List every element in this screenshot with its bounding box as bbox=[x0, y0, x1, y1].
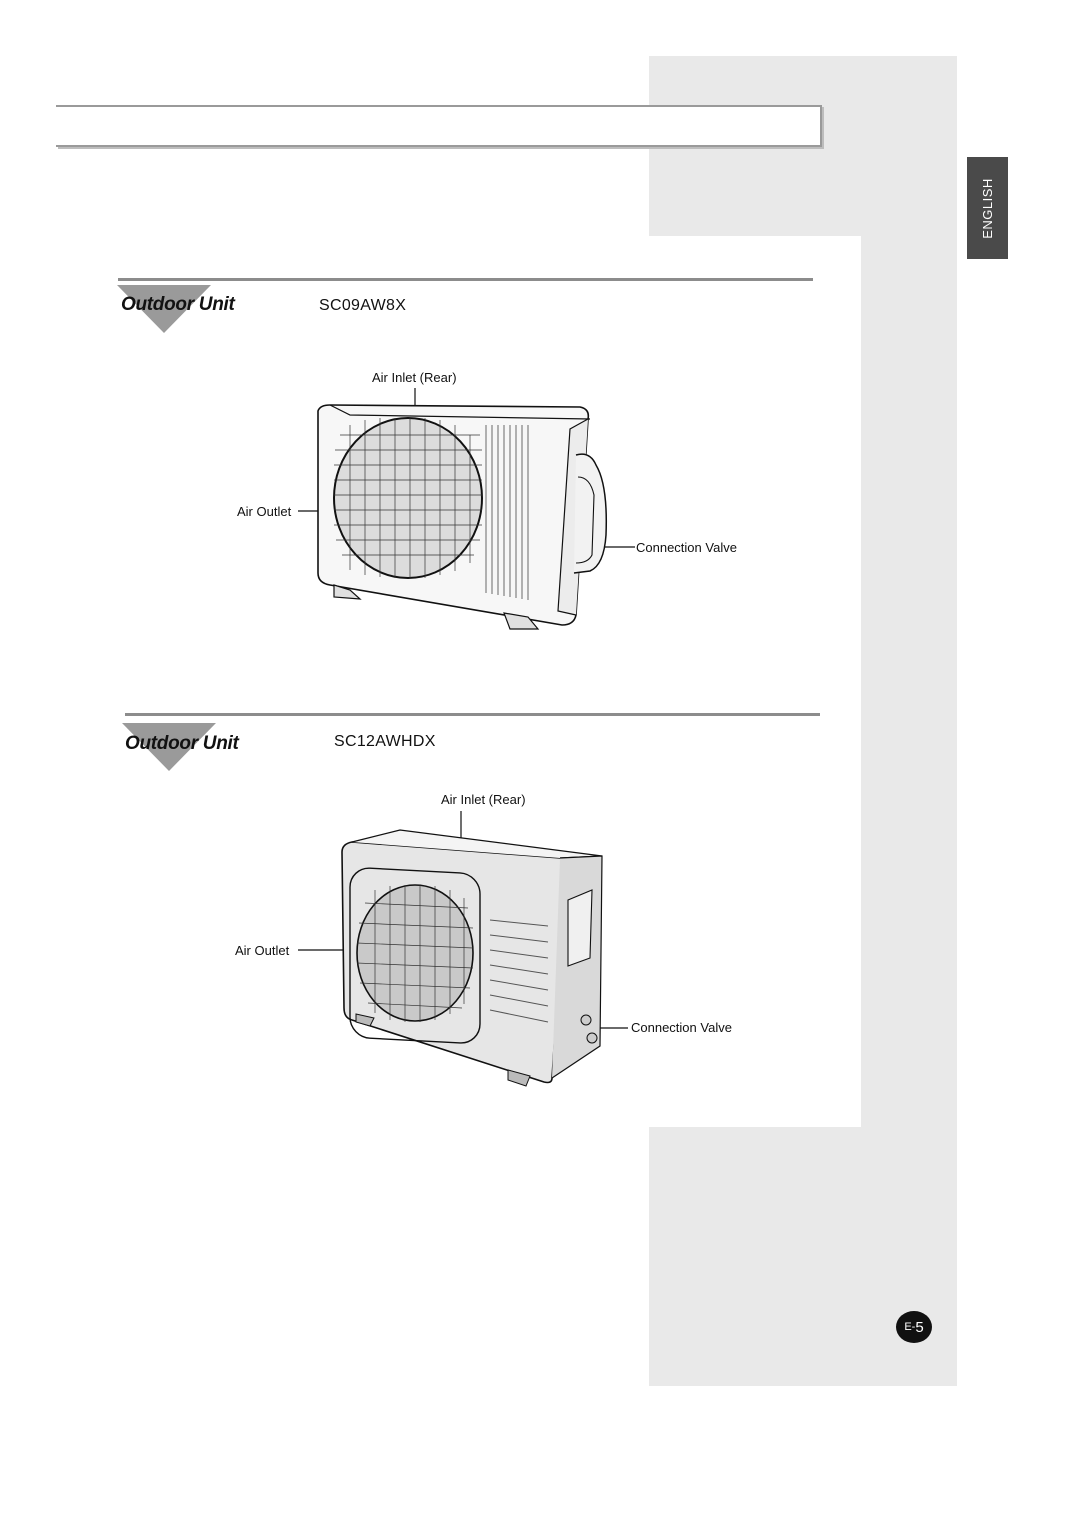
page-number-badge: E-5 bbox=[896, 1311, 932, 1343]
section-label: Outdoor Unit bbox=[125, 733, 239, 754]
air-outlet-label: Air Outlet bbox=[237, 504, 292, 519]
language-tab[interactable]: ENGLISH bbox=[967, 157, 1008, 259]
model-number: SC09AW8X bbox=[319, 297, 407, 314]
background-panel-middle bbox=[861, 236, 957, 1127]
outdoor-unit-illustration bbox=[298, 388, 635, 630]
air-inlet-label: Air Inlet (Rear) bbox=[372, 370, 457, 385]
section-label: Outdoor Unit bbox=[121, 294, 235, 315]
page-number: 5 bbox=[915, 1318, 924, 1336]
model-number: SC12AWHDX bbox=[334, 733, 436, 750]
language-tab-label: ENGLISH bbox=[980, 177, 996, 239]
section-rule bbox=[118, 278, 813, 281]
connection-valve-label: Connection Valve bbox=[631, 1020, 732, 1035]
background-panel-lower bbox=[649, 1127, 957, 1386]
air-outlet-label: Air Outlet bbox=[235, 943, 290, 958]
section-marker-icon bbox=[117, 285, 211, 333]
connection-valve-label: Connection Valve bbox=[636, 540, 737, 555]
air-inlet-label: Air Inlet (Rear) bbox=[441, 792, 526, 807]
section-marker-icon bbox=[122, 723, 216, 771]
section-rule bbox=[125, 713, 820, 716]
page-title-frame bbox=[56, 105, 822, 147]
outdoor-unit-illustration bbox=[298, 811, 628, 1087]
page-number-prefix: E- bbox=[904, 1321, 916, 1333]
